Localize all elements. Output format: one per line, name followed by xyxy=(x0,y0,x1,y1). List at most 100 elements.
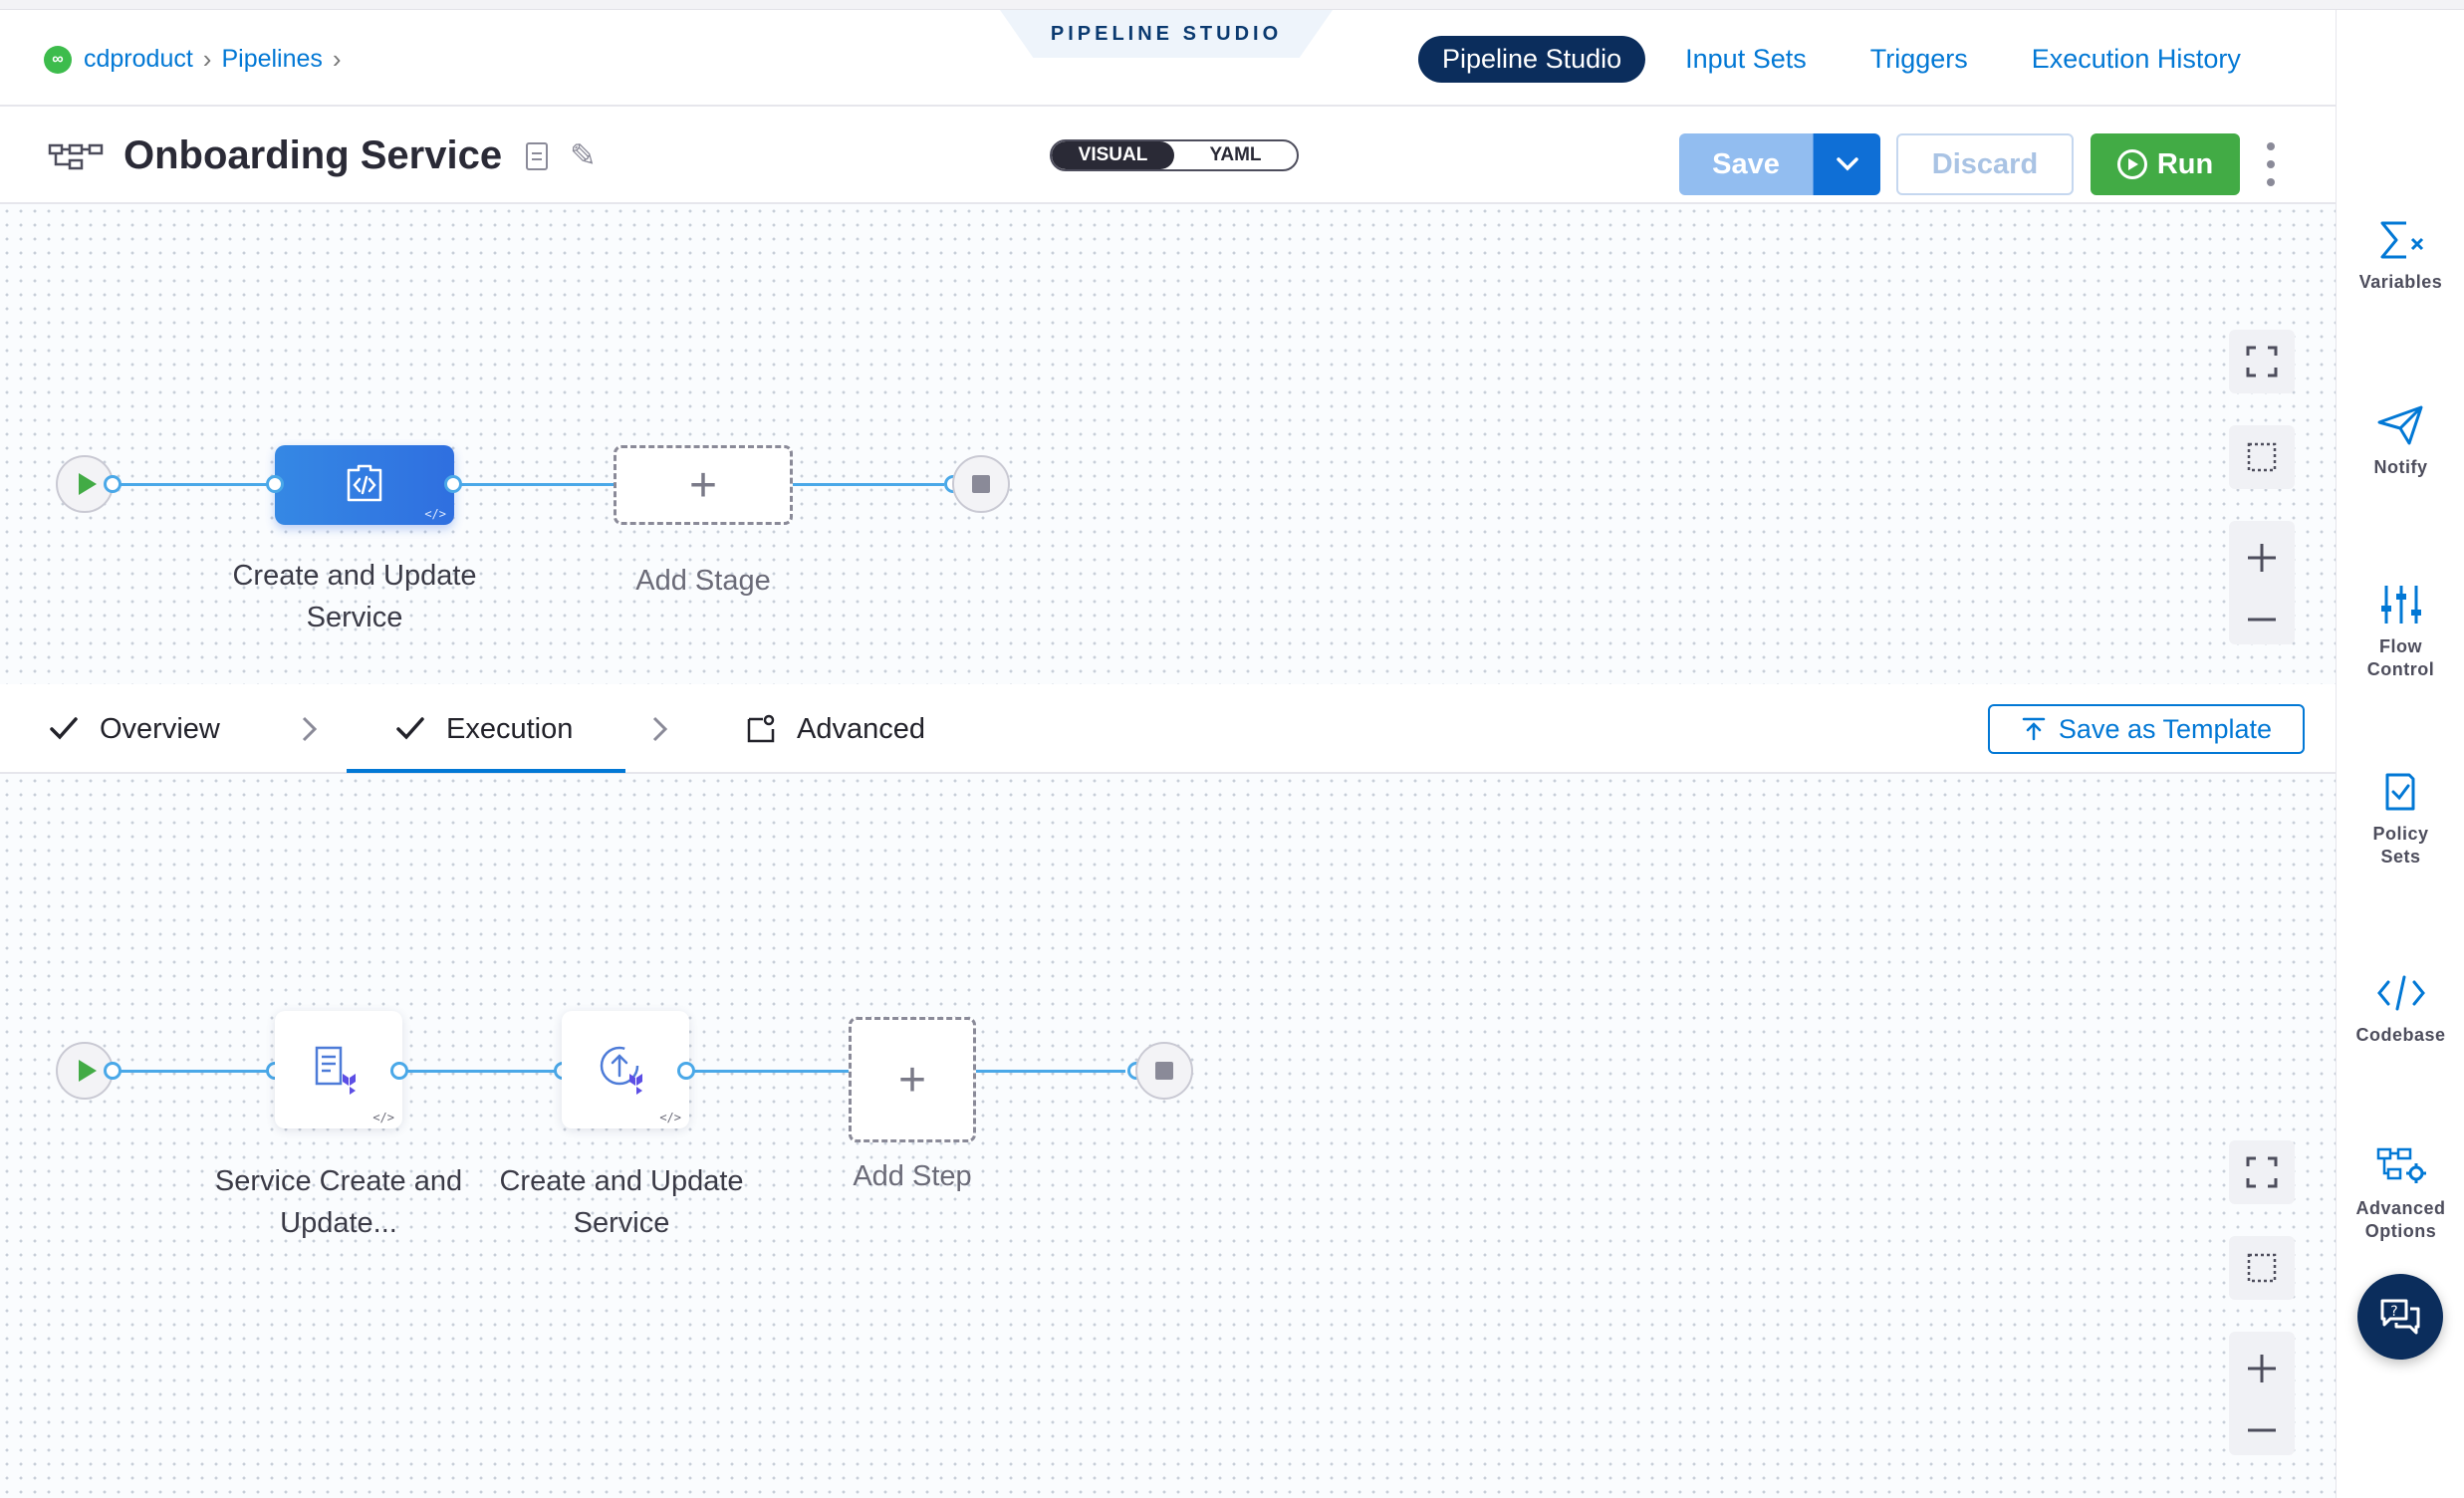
breadcrumb-pipelines[interactable]: Pipelines xyxy=(221,45,323,73)
save-as-template-label: Save as Template xyxy=(2058,713,2273,744)
connector-port xyxy=(104,475,122,493)
breadcrumb-separator-icon: › xyxy=(202,44,212,74)
connector-line xyxy=(976,1070,1125,1073)
rail-flow-control[interactable]: Flow Control xyxy=(2337,584,2464,681)
checkmark-icon xyxy=(50,717,78,740)
zoom-out-icon[interactable] xyxy=(2246,616,2278,624)
save-options-button[interactable] xyxy=(1813,133,1880,195)
stage-canvas[interactable]: </> Create and Update Service + Add Stag… xyxy=(0,204,2336,684)
rail-policy-sets-label: Policy Sets xyxy=(2372,824,2429,867)
connector-port xyxy=(266,475,284,493)
visual-yaml-toggle[interactable]: VISUAL YAML xyxy=(1050,139,1299,171)
nav-triggers[interactable]: Triggers xyxy=(1869,44,1968,74)
code-icon xyxy=(2376,975,2425,1011)
breadcrumb: ∞ cdproduct › Pipelines › xyxy=(44,44,352,75)
title-row: Onboarding Service ✎ VISUAL YAML Save Di… xyxy=(0,107,2336,204)
nav-execution-history[interactable]: Execution History xyxy=(2031,44,2241,74)
pipeline-studio-main: ∞ cdproduct › Pipelines › PIPELINE STUDI… xyxy=(0,10,2336,1498)
tab-advanced-label: Advanced xyxy=(797,712,925,745)
nav-pipeline-studio[interactable]: Pipeline Studio xyxy=(1418,36,1646,83)
connector-line xyxy=(791,483,944,486)
terraform-apply-icon xyxy=(600,1046,642,1095)
fullscreen-icon xyxy=(2246,1156,2278,1188)
custom-stage-code-icon xyxy=(347,464,382,502)
save-as-template-button[interactable]: Save as Template xyxy=(1988,704,2305,754)
reset-selection-button[interactable] xyxy=(2229,425,2295,489)
tab-overview[interactable]: Overview xyxy=(48,684,220,774)
code-badge-icon: </> xyxy=(424,507,446,521)
yaml-option[interactable]: YAML xyxy=(1209,144,1262,165)
rail-notify[interactable]: Notify xyxy=(2337,404,2464,479)
zoom-control xyxy=(2229,1332,2295,1455)
help-chat-button[interactable]: ? xyxy=(2357,1274,2443,1360)
rail-notify-label: Notify xyxy=(2373,457,2428,477)
stage-tabs: Overview Execution Advanced xyxy=(0,684,2336,774)
breadcrumb-project[interactable]: cdproduct xyxy=(84,45,193,73)
discard-button[interactable]: Discard xyxy=(1896,133,2074,195)
connector-line xyxy=(687,1070,851,1073)
shield-check-icon xyxy=(2385,773,2414,811)
code-badge-icon: </> xyxy=(659,1111,681,1124)
pipeline-studio-tab-label: PIPELINE STUDIO xyxy=(1050,22,1283,45)
chevron-right-icon xyxy=(302,716,318,742)
more-options-icon[interactable] xyxy=(2261,142,2281,186)
breadcrumb-separator-icon: › xyxy=(332,44,342,74)
rail-policy-sets[interactable]: Policy Sets xyxy=(2337,771,2464,869)
nav-input-sets[interactable]: Input Sets xyxy=(1685,44,1807,74)
execution-end-node xyxy=(1135,1042,1193,1100)
window-top-strip xyxy=(0,0,2464,10)
run-button[interactable]: Run xyxy=(2091,133,2240,195)
visual-option[interactable]: VISUAL xyxy=(1052,141,1174,169)
save-button[interactable]: Save xyxy=(1679,133,1813,195)
add-stage-button[interactable]: + xyxy=(614,445,793,525)
reset-selection-button[interactable] xyxy=(2229,1236,2295,1300)
pipeline-studio-tab: PIPELINE STUDIO xyxy=(1000,10,1333,58)
rail-advanced-options[interactable]: Advanced Options xyxy=(2337,1145,2464,1243)
run-button-label: Run xyxy=(2156,147,2214,180)
add-step-button[interactable]: + xyxy=(849,1017,976,1142)
stage-create-and-update-service[interactable]: </> xyxy=(275,445,454,525)
zoom-control xyxy=(2229,521,2295,644)
connector-port xyxy=(390,1062,408,1080)
code-badge-icon: </> xyxy=(372,1111,394,1124)
selection-box-icon xyxy=(2247,442,2277,472)
step-create-and-update-service[interactable]: </> xyxy=(562,1011,689,1128)
rail-codebase-label: Codebase xyxy=(2355,1025,2446,1045)
selection-box-icon xyxy=(2247,1253,2277,1283)
pencil-edit-icon[interactable]: ✎ xyxy=(570,137,597,173)
chevron-right-icon xyxy=(652,716,668,742)
add-stage-label: Add Stage xyxy=(635,565,771,597)
chat-bubbles-icon: ? xyxy=(2380,1299,2420,1335)
add-step-label: Add Step xyxy=(853,1160,972,1192)
pipeline-title: Onboarding Service xyxy=(123,133,503,177)
stage-label: Create and Update Service xyxy=(232,560,477,633)
zoom-in-icon[interactable] xyxy=(2246,1353,2278,1384)
connector-line xyxy=(453,483,615,486)
project-icon: ∞ xyxy=(44,45,72,74)
rail-variables-label: Variables xyxy=(2358,272,2443,292)
zoom-in-icon[interactable] xyxy=(2246,542,2278,574)
connector-line xyxy=(398,1070,562,1073)
connector-line xyxy=(112,1070,273,1073)
fit-to-screen-button[interactable] xyxy=(2229,1140,2295,1204)
notes-icon[interactable] xyxy=(526,142,548,170)
rail-codebase[interactable]: Codebase xyxy=(2337,972,2464,1047)
fit-to-screen-button[interactable] xyxy=(2229,330,2295,393)
paper-plane-icon xyxy=(2377,405,2422,445)
step-service-create-and-update[interactable]: </> xyxy=(275,1011,402,1128)
app-header: ∞ cdproduct › Pipelines › PIPELINE STUDI… xyxy=(0,10,2336,107)
execution-canvas[interactable]: </> Service Create and Update... </> Cre… xyxy=(0,774,2336,1498)
rail-variables[interactable]: Variables xyxy=(2337,219,2464,294)
sliders-icon xyxy=(2380,586,2421,624)
connector-line xyxy=(112,483,271,486)
tab-advanced[interactable]: Advanced xyxy=(745,684,925,774)
top-nav: Pipeline Studio Input Sets Triggers Exec… xyxy=(1418,36,2281,83)
pipeline-end-node xyxy=(952,455,1010,513)
tab-execution-label: Execution xyxy=(446,712,574,745)
zoom-out-icon[interactable] xyxy=(2246,1426,2278,1434)
connector-port xyxy=(444,475,462,493)
play-circle-icon xyxy=(2116,149,2147,179)
tab-execution[interactable]: Execution xyxy=(394,684,573,774)
right-side-rail: Variables Notify Flow Control Policy Set… xyxy=(2336,10,2464,1498)
upload-template-icon xyxy=(2022,717,2046,741)
